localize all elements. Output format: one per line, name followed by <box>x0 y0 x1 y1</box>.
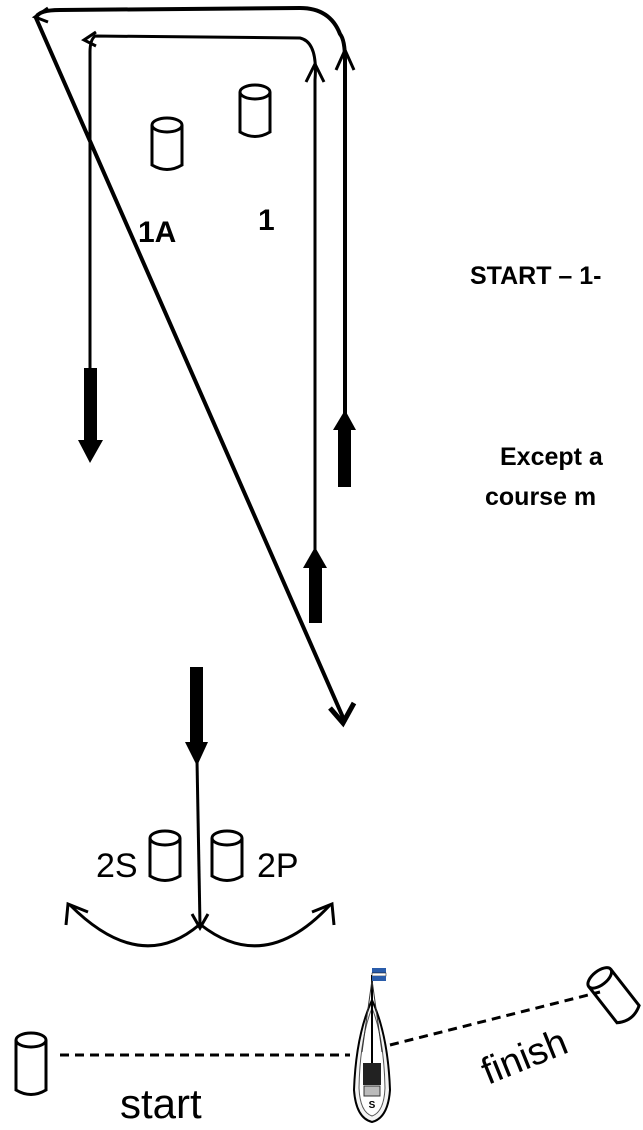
course-note: START – 1- <box>470 262 602 290</box>
inner-top-arrowhead <box>81 30 97 48</box>
inner-right-arrowhead <box>304 60 326 83</box>
thick-arrow-down-gate <box>185 667 208 766</box>
outer-top-left-arrowhead <box>31 6 49 24</box>
gate-left-rounding-arc <box>68 903 200 948</box>
except-note-line1: Except a <box>500 443 604 471</box>
start-label: start <box>120 1080 202 1125</box>
boat-flag <box>371 968 387 981</box>
mark-2p-buoy <box>210 829 244 882</box>
except-note-line2: course m <box>485 483 596 511</box>
thick-arrow-down-left <box>78 368 103 463</box>
mark-1a-label: 1A <box>138 216 176 249</box>
mark-2s-buoy <box>148 829 182 882</box>
gate-approach-line <box>195 759 202 926</box>
finish-pin-buoy <box>586 966 641 1025</box>
start-pin-buoy <box>14 1031 48 1096</box>
mark-1-label: 1 <box>258 204 275 237</box>
gate-right-rounding-arc <box>200 903 332 948</box>
boat-hull-letter: S <box>369 1100 376 1111</box>
inner-course-leg <box>88 34 317 620</box>
outer-right-arrowhead <box>334 46 356 71</box>
mark-1-buoy <box>238 83 272 138</box>
gate-right-arc-arrowhead <box>311 901 336 926</box>
thick-arrow-up-right-lower <box>303 547 327 623</box>
thick-arrow-up-right-upper <box>333 410 356 487</box>
committee-boat: S <box>352 968 392 1124</box>
mark-2s-label: 2S <box>96 847 138 885</box>
finish-line <box>389 990 601 1047</box>
mark-2p-label: 2P <box>257 847 299 885</box>
gate-approach-arrowhead <box>190 913 210 932</box>
mark-1a-buoy <box>150 116 184 171</box>
gate-left-arc-arrowhead <box>64 901 89 926</box>
outer-leg-arrowhead <box>328 701 357 728</box>
outer-course-leg <box>33 5 347 723</box>
finish-label: finish <box>476 1021 574 1093</box>
